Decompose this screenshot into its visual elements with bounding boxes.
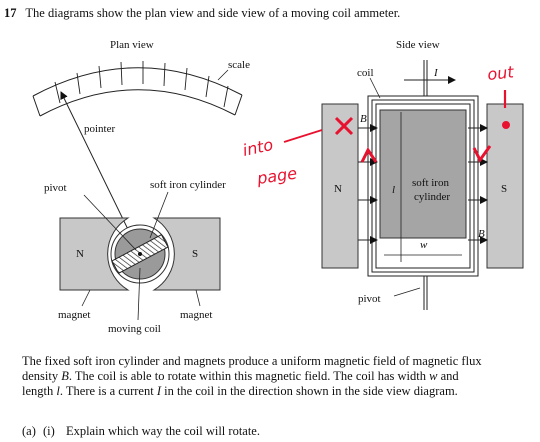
field-arrows bbox=[358, 124, 488, 244]
body-text-5: in the coil in the direction shown in th… bbox=[160, 384, 458, 398]
plan-view-title: Plan view bbox=[110, 39, 154, 51]
label-current: I bbox=[433, 67, 439, 79]
body-text-4: . There is a current bbox=[59, 384, 157, 398]
label-magnet-right: magnet bbox=[180, 309, 212, 321]
plan-magnets bbox=[59, 217, 221, 291]
side-pole-s: S bbox=[501, 183, 507, 195]
side-view: Side view I N S soft iron cylinder bbox=[321, 39, 524, 310]
label-field-bottom: B bbox=[478, 228, 485, 240]
body-symbol-B: B bbox=[61, 369, 69, 383]
label-scale: scale bbox=[228, 59, 250, 71]
question-body: The fixed soft iron cylinder and magnets… bbox=[22, 354, 492, 399]
label-coil: coil bbox=[357, 67, 374, 79]
label-magnet-left: magnet bbox=[58, 309, 90, 321]
label-pivot-plan: pivot bbox=[44, 182, 67, 194]
annotation-into-arrow bbox=[283, 129, 323, 143]
annotation-page: page bbox=[255, 164, 298, 189]
body-symbol-l: l bbox=[56, 384, 60, 398]
plan-pole-s: S bbox=[192, 248, 198, 260]
subquestion-text: Explain which way the coil will rotate. bbox=[65, 424, 260, 438]
plan-pivot-dot bbox=[138, 252, 142, 256]
plan-view: Plan view scale pointer N bbox=[32, 39, 250, 335]
label-pointer: pointer bbox=[84, 123, 115, 135]
label-cylinder-line2: cylinder bbox=[414, 191, 450, 203]
side-soft-iron-cylinder bbox=[379, 109, 467, 239]
label-length: l bbox=[392, 184, 395, 196]
body-text-1: The fixed soft iron cylinder and magnets… bbox=[22, 354, 482, 383]
side-magnet-s bbox=[486, 103, 524, 269]
annotation-into: into bbox=[241, 135, 275, 160]
question-header: 17 The diagrams show the plan view and s… bbox=[4, 6, 400, 21]
body-text-3: and length bbox=[22, 369, 459, 398]
body-text-2: . The coil is able to rotate within this… bbox=[68, 369, 430, 383]
side-coil bbox=[367, 95, 479, 277]
subquestion: (a) (i) Explain which way the coil will … bbox=[22, 424, 260, 439]
check-mark bbox=[472, 145, 492, 163]
side-pole-n: N bbox=[334, 183, 342, 195]
ammeter-diagrams: Plan view scale pointer N bbox=[32, 39, 524, 335]
out-dot bbox=[502, 121, 510, 129]
plan-pole-n: N bbox=[76, 248, 84, 260]
pointer bbox=[60, 91, 141, 255]
subquestion-sub: (i) bbox=[43, 424, 55, 438]
question-intro: The diagrams show the plan view and side… bbox=[25, 6, 401, 20]
label-soft-iron-cylinder: soft iron cylinder bbox=[150, 179, 226, 191]
scale bbox=[32, 61, 243, 117]
label-moving-coil: moving coil bbox=[108, 323, 161, 335]
label-field-top: B bbox=[360, 113, 367, 125]
caret-mark bbox=[360, 147, 378, 163]
label-pivot-side: pivot bbox=[358, 293, 381, 305]
annotation-out: out bbox=[486, 62, 515, 84]
label-cylinder-line1: soft iron bbox=[412, 177, 449, 189]
subquestion-part: (a) bbox=[22, 424, 36, 438]
body-symbol-w: w bbox=[429, 369, 438, 383]
question-number: 17 bbox=[4, 6, 17, 20]
body-symbol-I: I bbox=[156, 384, 161, 398]
label-width: w bbox=[420, 239, 428, 251]
side-view-title: Side view bbox=[396, 39, 440, 51]
